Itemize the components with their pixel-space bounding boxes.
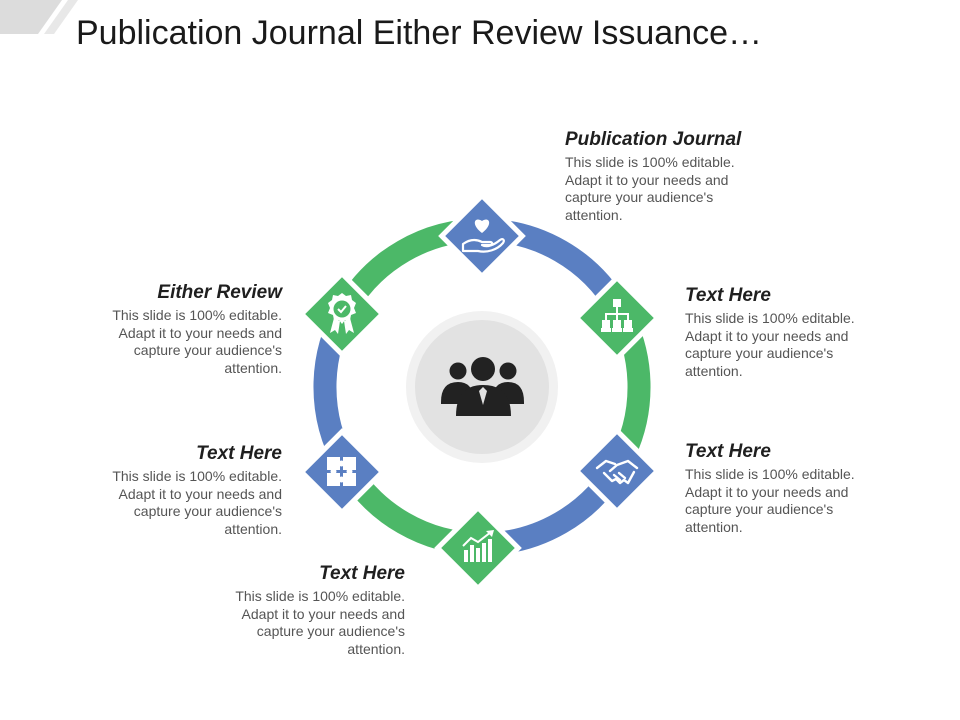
node-text-text-here-4: Text Here This slide is 100% editable. A… <box>82 443 282 538</box>
node-description: This slide is 100% editable. Adapt it to… <box>685 466 855 535</box>
node-heading: Either Review <box>157 282 282 303</box>
node-description: This slide is 100% editable. Adapt it to… <box>112 307 282 376</box>
node-heading: Text Here <box>685 285 771 306</box>
handshake-icon <box>595 459 639 485</box>
node-heading: Text Here <box>319 563 405 584</box>
node-diamond-text-here-3[interactable] <box>434 504 522 592</box>
hand-heart-icon <box>461 219 505 253</box>
page-title: Publication Journal Either Review Issuan… <box>76 14 763 52</box>
node-diamond-text-here-2[interactable] <box>573 427 661 515</box>
award-badge-icon <box>328 293 356 334</box>
node-description: This slide is 100% editable. Adapt it to… <box>112 468 282 537</box>
node-diamond-text-here-4[interactable] <box>298 428 386 516</box>
node-description: This slide is 100% editable. Adapt it to… <box>685 310 855 379</box>
org-chart-icon <box>601 299 633 332</box>
node-text-text-here-3: Text Here This slide is 100% editable. A… <box>205 563 405 658</box>
business-people-icon <box>441 357 524 416</box>
node-diamond-publication-journal[interactable] <box>438 192 526 280</box>
node-text-publication-journal: Publication Journal This slide is 100% e… <box>565 129 765 224</box>
node-description: This slide is 100% editable. Adapt it to… <box>235 588 405 657</box>
bar-chart-icon <box>462 530 494 562</box>
node-heading: Text Here <box>196 443 282 464</box>
node-heading: Publication Journal <box>565 129 742 150</box>
node-description: This slide is 100% editable. Adapt it to… <box>565 154 735 223</box>
puzzle-icon <box>327 457 356 486</box>
node-heading: Text Here <box>685 441 771 462</box>
node-text-text-here-1: Text Here This slide is 100% editable. A… <box>685 285 885 380</box>
node-diamond-text-here-1[interactable] <box>573 274 661 362</box>
corner-decoration <box>0 0 78 34</box>
node-diamond-either-review[interactable] <box>298 270 386 358</box>
node-text-either-review: Either Review This slide is 100% editabl… <box>82 282 282 377</box>
node-text-text-here-2: Text Here This slide is 100% editable. A… <box>685 441 885 536</box>
